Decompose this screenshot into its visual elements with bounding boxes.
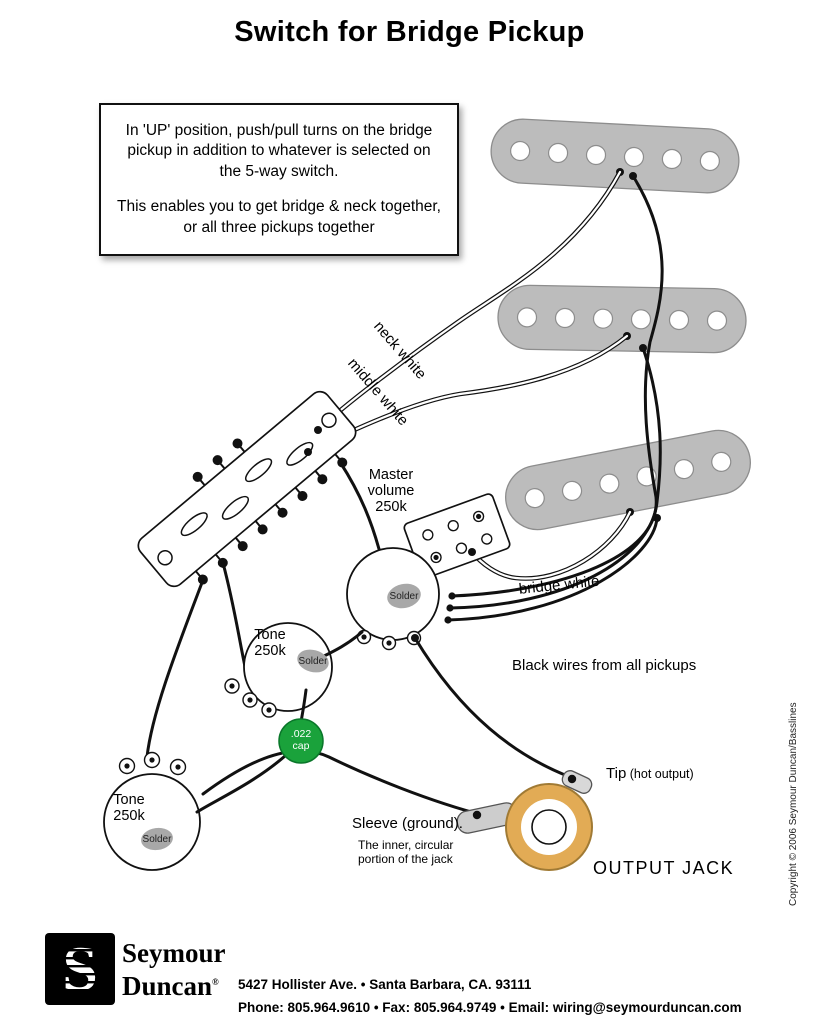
five-way-switch <box>137 390 357 588</box>
output-jack-label: OUTPUT JACK <box>593 858 735 878</box>
sleeve-label: Sleeve (ground). <box>352 815 463 832</box>
master-volume-label: Master volume 250k <box>367 467 415 515</box>
ground-wire <box>201 749 488 818</box>
info-paragraph-1: In 'UP' position, push/pull turns on the… <box>125 121 433 180</box>
cap-label: .022 cap <box>290 728 312 752</box>
brand-name-line1: Seymour <box>122 938 226 968</box>
tone-lower-pot <box>103 751 201 871</box>
hot-output-wire <box>413 636 572 779</box>
sleeve-lug-dot <box>472 810 482 820</box>
info-box: In 'UP' position, push/pull turns on the… <box>99 103 459 256</box>
copyright-notice: Copyright © 2006 Seymour Duncan/Bassline… <box>788 702 799 906</box>
capacitor-022 <box>278 718 324 764</box>
page-title: Switch for Bridge Pickup <box>234 16 585 48</box>
info-paragraph-2: This enables you to get bridge & neck to… <box>117 198 441 236</box>
push-pull-switch <box>403 493 511 579</box>
black-wires-label: Black wires from all pickups <box>512 657 697 674</box>
svg-text:S: S <box>62 933 98 1004</box>
seymour-duncan-logo-icon: S <box>45 933 115 1005</box>
tone-lower-label: Tone 250k <box>113 792 145 824</box>
switch-to-tone-lower-wire <box>145 578 205 759</box>
registered-mark: ® <box>212 977 219 987</box>
brand-name-line2: Duncan® <box>122 971 219 1001</box>
footer-address: 5427 Hollister Ave. • Santa Barbara, CA.… <box>238 977 532 992</box>
neck-white-wire <box>315 169 623 433</box>
bridge-white-wire <box>469 509 633 581</box>
footer-contact: Phone: 805.964.9610 • Fax: 805.964.9749 … <box>238 1000 742 1015</box>
tone-middle-label: Tone 250k <box>254 627 286 659</box>
middle-pickup <box>497 284 747 354</box>
switch-to-volume-wire <box>338 460 381 551</box>
tone-middle-pot <box>224 622 333 718</box>
black-pickup-wires <box>446 174 664 622</box>
solder-label-tone-lower: Solder <box>142 834 172 845</box>
bridge-pickup <box>505 429 751 531</box>
tip-lug-dot <box>567 774 577 784</box>
tip-label: Tip (hot output) <box>606 765 694 782</box>
cap-to-tone-wire <box>195 754 287 814</box>
solder-label-volume: Solder <box>389 591 419 602</box>
solder-label-tone-middle: Solder <box>298 656 328 667</box>
solder-blobs <box>141 583 421 851</box>
output-jack <box>456 770 593 871</box>
neck-pickup <box>490 118 740 194</box>
solder-junction-dots <box>304 426 476 642</box>
sleeve-sub-label: The inner, circular portion of the jack <box>358 838 454 866</box>
